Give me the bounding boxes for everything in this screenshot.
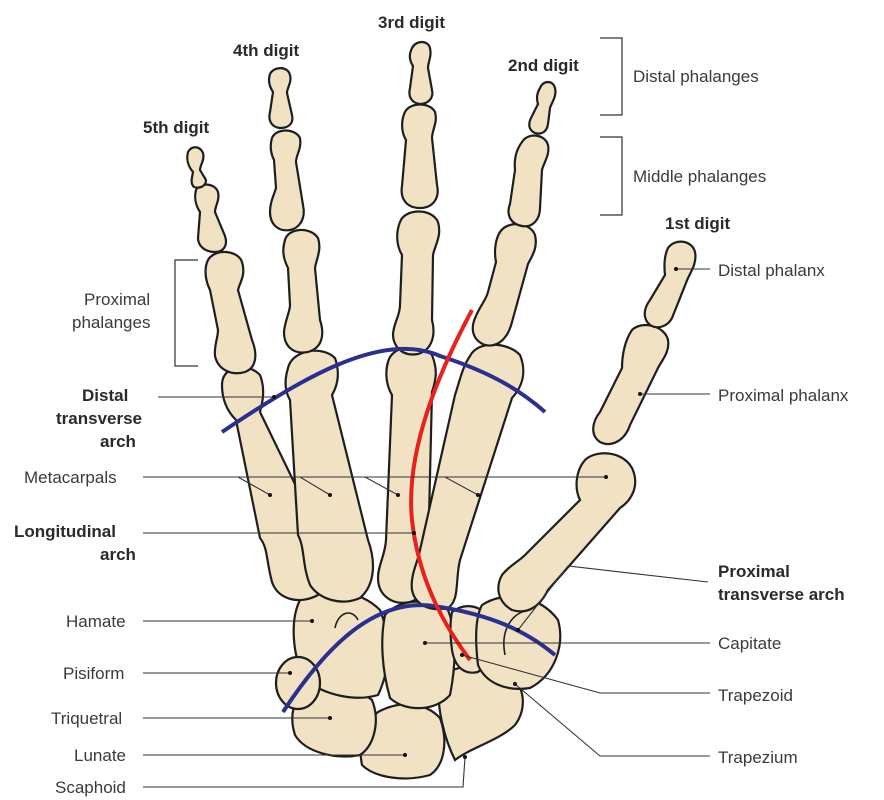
middle-phalanx-5: [195, 185, 226, 252]
third-digit-label: 3rd digit: [378, 12, 445, 33]
triquetral-label: Triquetral: [51, 708, 122, 729]
proximal-phalanx-4: [283, 230, 322, 353]
distal-phalanx-1: [645, 242, 696, 328]
fourth-digit-label: 4th digit: [233, 40, 299, 61]
proximal-phalanx-2: [473, 224, 536, 345]
proximal-phalanges-bracket: [175, 260, 198, 366]
distal-phalanx-3: [409, 42, 432, 104]
distal-phalanx-label: Distal phalanx: [718, 260, 825, 281]
middle-phalanx-2: [509, 136, 549, 227]
distal-arch-label-line2: transverse: [56, 408, 142, 429]
distal-arch-label-line3: arch: [100, 431, 136, 452]
proximal-phalanges-label-line1: Proximal: [84, 289, 150, 310]
scaphoid-label: Scaphoid: [55, 777, 126, 798]
proximal-phalanx-5: [206, 252, 256, 373]
proximal-arch-label-line2: transverse arch: [718, 584, 845, 605]
proximal-arch-label-line1: Proximal: [718, 561, 790, 582]
distal-arch-label-line1: Distal: [82, 385, 128, 406]
pisiform-label: Pisiform: [63, 663, 124, 684]
longitudinal-arch-label-line1: Longitudinal: [14, 521, 116, 542]
metacarpals: [222, 345, 635, 612]
hamate-label: Hamate: [66, 611, 126, 632]
middle-phalanges-label: Middle phalanges: [633, 166, 766, 187]
distal-phalanx-4: [269, 68, 292, 128]
trapezoid-label: Trapezoid: [718, 685, 793, 706]
middle-phalanx-3: [402, 105, 438, 209]
distal-phalanges-label: Distal phalanges: [633, 66, 759, 87]
distal-phalanges-bracket: [600, 38, 622, 115]
trapezium-pointer: [515, 684, 710, 756]
middle-phalanges-bracket: [600, 137, 622, 215]
pisiform-bone: [276, 657, 320, 709]
carpal-bones: [276, 591, 560, 778]
lunate-label: Lunate: [74, 745, 126, 766]
capitate-label: Capitate: [718, 633, 781, 654]
longitudinal-arch-label-line2: arch: [100, 544, 136, 565]
metacarpals-label: Metacarpals: [24, 467, 117, 488]
middle-phalanx-4: [270, 131, 304, 231]
distal-phalanx-5: [187, 147, 206, 187]
first-digit-label: 1st digit: [665, 213, 730, 234]
fifth-digit-label: 5th digit: [143, 117, 209, 138]
trapezium-label: Trapezium: [718, 747, 798, 768]
proximal-phalanx-label: Proximal phalanx: [718, 385, 848, 406]
proximal-phalanges-label-line2: phalanges: [72, 312, 150, 333]
proximal-phalanx-3: [393, 212, 439, 355]
second-digit-label: 2nd digit: [508, 55, 579, 76]
distal-phalanx-2: [529, 82, 555, 134]
proximal-phalanx-1: [593, 325, 668, 444]
